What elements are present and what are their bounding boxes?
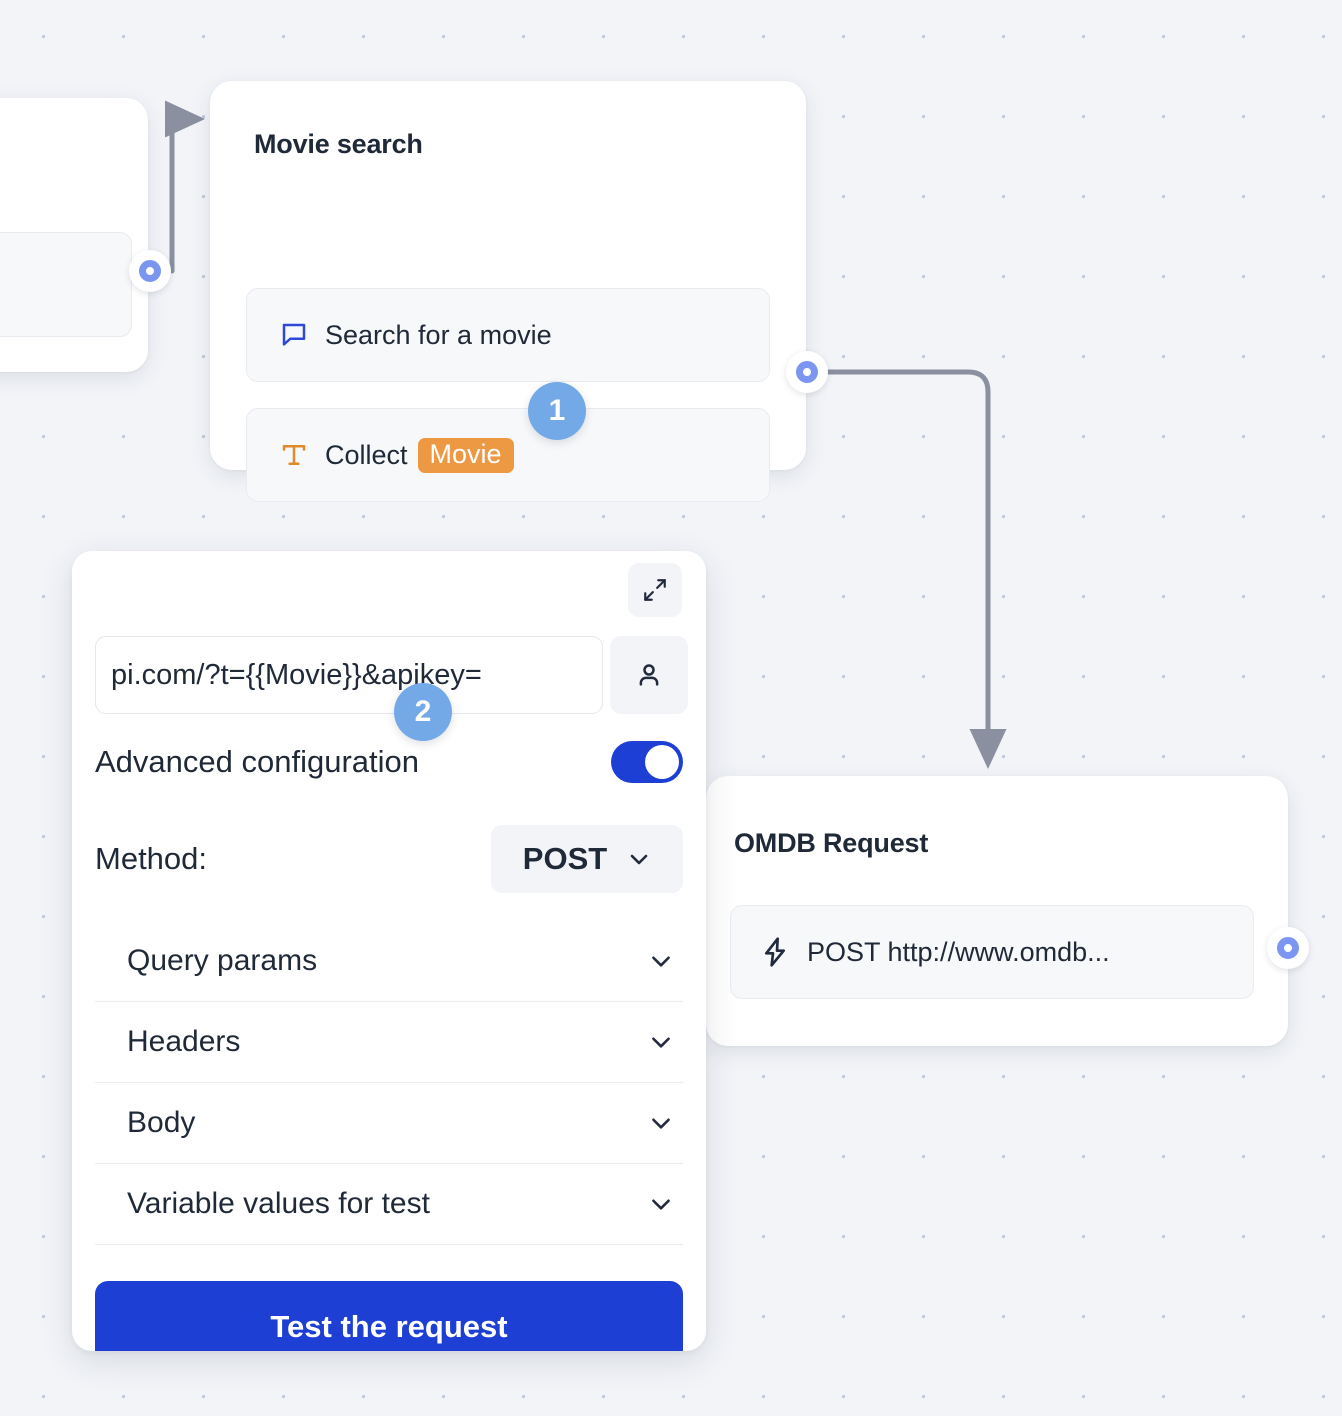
accordion-variable-values-for-test[interactable]: Variable values for test (95, 1164, 683, 1245)
person-icon (634, 660, 664, 690)
advanced-configuration-toggle[interactable] (611, 741, 683, 783)
request-config-panel[interactable]: Advanced configuration Method: POST Quer… (72, 551, 706, 1351)
lightning-bolt-icon (759, 936, 791, 968)
node-row-label-text: Collect (325, 439, 408, 470)
chevron-down-icon (648, 1029, 674, 1055)
accordion-label: Body (127, 1106, 196, 1139)
port-trigger-output[interactable] (129, 250, 171, 292)
step-badge-2: 2 (394, 683, 452, 741)
node-row-collect-movie[interactable]: Collect Movie (246, 408, 770, 502)
accordion-headers[interactable]: Headers (95, 1002, 683, 1083)
chevron-down-icon (648, 1110, 674, 1136)
page-title: Movie search (254, 129, 423, 159)
node-omdb-request[interactable]: OMDB Request POST http://www.omdb... (693, 776, 1288, 1046)
node-movie-search[interactable]: Movie search Search for a movie Collect … (210, 81, 806, 502)
request-url-input[interactable] (95, 636, 603, 714)
node-row-label: POST http://www.omdb... (807, 936, 1110, 967)
accordion-body[interactable]: Body (95, 1083, 683, 1164)
accordion-label: Variable values for test (127, 1187, 430, 1220)
accordion-list: Query params Headers Body Variable value… (95, 921, 683, 1245)
step-badge-1: 1 (528, 382, 586, 440)
advanced-configuration-label: Advanced configuration (95, 744, 420, 779)
node-row-label: Search for a movie (325, 319, 552, 350)
node-row-search-for-a-movie[interactable]: Search for a movie (246, 288, 770, 382)
port-omdb-output[interactable] (1267, 927, 1309, 969)
authorization-button[interactable] (610, 636, 688, 714)
port-movie-search-output[interactable] (786, 351, 828, 393)
chat-bubble-icon (279, 320, 309, 350)
method-row: Method: POST (95, 825, 683, 893)
accordion-query-params[interactable]: Query params (95, 921, 683, 1002)
expand-panel-button[interactable] (628, 563, 682, 617)
trigger-node-partial[interactable] (0, 98, 148, 372)
text-format-icon (279, 440, 309, 470)
test-the-request-button[interactable]: Test the request (95, 1281, 683, 1351)
chevron-down-icon (648, 948, 674, 974)
chevron-down-icon (627, 847, 651, 871)
accordion-label: Query params (127, 944, 318, 977)
accordion-label: Headers (127, 1025, 241, 1058)
method-select[interactable]: POST (491, 825, 683, 893)
variable-chip-movie[interactable]: Movie (417, 437, 514, 473)
advanced-configuration-row[interactable]: Advanced configuration (95, 741, 683, 783)
toggle-knob (645, 745, 679, 779)
trigger-node-row[interactable] (0, 232, 132, 337)
node-omdb-title: OMDB Request (734, 828, 929, 858)
method-value: POST (522, 841, 608, 876)
method-label: Method: (95, 841, 208, 876)
chevron-down-icon (648, 1191, 674, 1217)
node-row-post-request[interactable]: POST http://www.omdb... (730, 905, 1254, 999)
url-row[interactable] (95, 636, 688, 714)
node-row-label: Collect Movie (325, 437, 514, 473)
expand-diagonal-icon (642, 577, 668, 603)
